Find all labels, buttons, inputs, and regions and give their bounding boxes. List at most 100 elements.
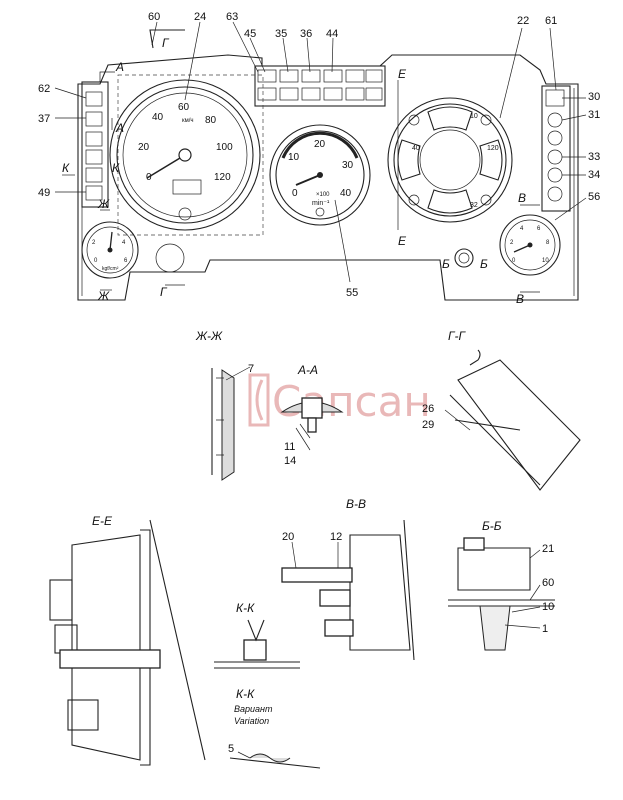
dashboard-panel (77, 54, 579, 301)
blank-plug (155, 243, 185, 273)
speedo-unit: км/ч (182, 118, 194, 124)
callout-1: 1 (542, 623, 548, 635)
callout-12: 12 (330, 531, 342, 543)
callout-7: 7 (248, 363, 254, 375)
speedo-tick-120: 120 (214, 172, 231, 183)
callout-60: 60 (148, 11, 160, 23)
cluster-label-32: 32 (470, 202, 478, 209)
callout-26: 26 (422, 403, 434, 415)
callout-55: 55 (346, 287, 358, 299)
press-tick-6: 6 (537, 226, 541, 232)
section-g-g: Г-Г 26 29 (422, 329, 581, 491)
title-b-b: Б-Б (482, 519, 502, 533)
callout-62: 62 (38, 83, 50, 95)
press-tick-10: 10 (542, 258, 549, 264)
tacho-unit: min⁻¹ (312, 200, 330, 207)
cluster-label-120: 120 (487, 145, 499, 152)
mark-zh-bottom: Ж (97, 289, 110, 303)
speedo-tick-60: 60 (178, 102, 190, 113)
title-k-k-variant: К-К (236, 687, 255, 701)
cut-lines (62, 29, 540, 293)
title-e-e: Е-Е (92, 514, 113, 528)
callout-33: 33 (588, 151, 600, 163)
callout-14: 14 (284, 455, 296, 467)
callout-63: 63 (226, 11, 238, 23)
mark-b-right: Б (480, 257, 488, 271)
speedometer: 0 20 40 60 80 100 120 км/ч (109, 79, 261, 231)
mark-g-bottom: Г (160, 285, 168, 299)
indicator-lamp-strip (254, 65, 386, 107)
title-a-a: А-А (297, 363, 318, 377)
mark-v-bottom: В (516, 292, 524, 306)
title-zh-zh: Ж-Ж (195, 329, 223, 343)
speedo-tick-100: 100 (216, 142, 233, 153)
callout-24: 24 (194, 11, 206, 23)
section-a-a: А-А 11 14 (280, 363, 344, 467)
callout-29: 29 (422, 419, 434, 431)
title-v-v: В-В (346, 497, 366, 511)
mark-a-top: А (115, 60, 124, 74)
air-pressure-gauge: 0 2 4 6 kgf/cm² (81, 221, 139, 279)
mark-k-right: К (112, 161, 120, 175)
callout-34: 34 (588, 169, 600, 181)
cluster-label-40: 40 (412, 145, 420, 152)
callout-21: 21 (542, 543, 554, 555)
watermark-logo: Сапсан (248, 373, 431, 427)
air-tick-6: 6 (124, 258, 128, 264)
title-k-k: К-К (236, 601, 255, 615)
mark-zh-top: Ж (97, 197, 110, 211)
section-marks: Г А А Е Е В В К К Ж Ж Г Б Б (62, 36, 526, 306)
press-tick-4: 4 (520, 226, 524, 232)
tacho-tick-10: 10 (288, 152, 300, 163)
variant-label-ru: Вариант (234, 704, 273, 714)
gauge-cluster: 10 120 40 32 (387, 97, 513, 223)
callout-36: 36 (300, 28, 312, 40)
section-zh-zh: Ж-Ж 7 (195, 329, 254, 481)
callout-49: 49 (38, 187, 50, 199)
tacho-mult: ×100 (316, 192, 330, 198)
callout-22: 22 (517, 15, 529, 27)
callout-35: 35 (275, 28, 287, 40)
tacho-tick-30: 30 (342, 160, 354, 171)
callout-10: 10 (542, 601, 554, 613)
section-k-k-variant: К-К Вариант Variation 5 (228, 687, 321, 769)
press-tick-8: 8 (546, 240, 550, 246)
air-unit: kgf/cm² (102, 266, 119, 272)
section-e-e: Е-Е (49, 514, 206, 766)
variant-label-en: Variation (234, 716, 269, 726)
press-tick-2: 2 (510, 240, 514, 246)
callout-56: 56 (588, 191, 600, 203)
tacho-tick-20: 20 (314, 139, 326, 150)
callout-44: 44 (326, 28, 338, 40)
callouts-main: 60 24 63 45 35 36 44 22 61 62 37 49 30 3… (38, 11, 600, 299)
mark-k-left: К (62, 161, 70, 175)
press-tick-0: 0 (512, 258, 516, 264)
pressure-gauge: 0 2 4 6 8 10 (499, 214, 561, 276)
callout-61: 61 (545, 15, 557, 27)
speedo-tick-80: 80 (205, 115, 217, 126)
air-tick-2: 2 (92, 240, 96, 246)
mark-e-bottom: Е (398, 234, 407, 248)
connector-b (454, 248, 474, 268)
watermark-text: Сапсан (272, 377, 431, 426)
tachometer: 0 10 20 30 40 ×100 min⁻¹ (269, 124, 371, 226)
callout-37: 37 (38, 113, 50, 125)
section-v-v: В-В 20 12 (281, 497, 415, 661)
callout-60-b: 60 (542, 577, 554, 589)
tacho-tick-40: 40 (340, 188, 352, 199)
cluster-label-0: 10 (470, 113, 478, 120)
speedo-tick-40: 40 (152, 112, 164, 123)
title-g-g: Г-Г (448, 329, 467, 343)
callout-5: 5 (228, 743, 234, 755)
callout-11: 11 (284, 441, 295, 453)
right-switch-column (545, 89, 565, 202)
section-b-b: Б-Б 21 60 10 1 (448, 519, 555, 651)
air-tick-0: 0 (94, 258, 98, 264)
tacho-tick-0: 0 (292, 188, 298, 199)
mark-b-left: Б (442, 257, 450, 271)
air-tick-4: 4 (122, 240, 126, 246)
left-switch-column (85, 91, 103, 201)
callout-30: 30 (588, 91, 600, 103)
callout-45: 45 (244, 28, 256, 40)
